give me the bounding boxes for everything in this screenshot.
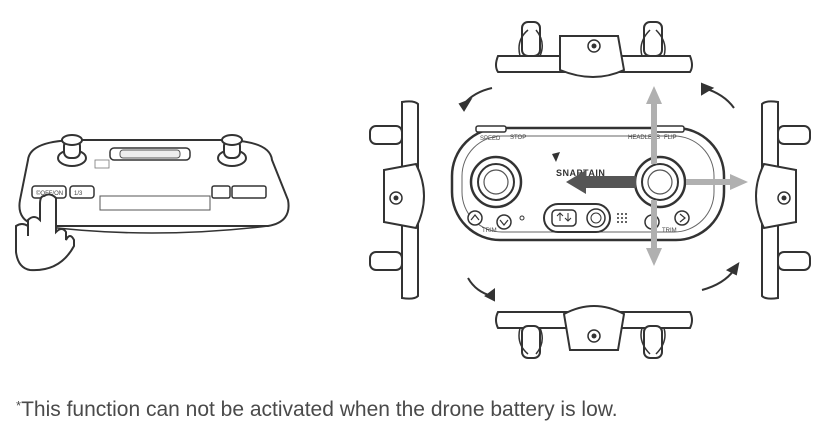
brand-prefix: S [556, 168, 563, 178]
left-stick[interactable] [469, 155, 523, 209]
headless-label: HEADLESS [628, 135, 660, 141]
arrow-up-icon [646, 86, 662, 164]
drone-left [369, 100, 425, 300]
right-stick[interactable] [633, 155, 687, 209]
speaker-grille [617, 213, 627, 223]
power-switch[interactable] [586, 208, 606, 228]
footnote-asterisk: * [16, 398, 22, 413]
up-down-arrows-icon[interactable] [551, 209, 577, 227]
drone-right [755, 100, 811, 300]
arrow-right-icon [686, 174, 748, 190]
trim-down-button[interactable] [496, 214, 512, 230]
arrow-down-icon [646, 200, 662, 266]
right-joystick [217, 134, 247, 167]
trim-left-label: TRIM [482, 228, 497, 234]
footnote-text: This function can not be activated when … [21, 398, 618, 421]
rotation-arrows [458, 82, 740, 302]
stop-label: STOP [510, 135, 526, 141]
trim-right-button[interactable] [674, 210, 690, 226]
drone-bottom [495, 305, 693, 359]
center-panel [543, 203, 611, 233]
speed-label: SPEED [480, 136, 501, 142]
drone-top [495, 21, 693, 78]
arrow-left-icon [566, 170, 636, 194]
rotate-bottom-right-icon [701, 269, 735, 291]
trim-right-label: TRIM [662, 228, 677, 234]
pointing-hand-icon [15, 193, 75, 272]
direction-arrows [566, 86, 748, 266]
trim-left-button[interactable] [467, 210, 483, 226]
battery-footnote: *This function can not be activated when… [16, 398, 618, 422]
function-button[interactable] [69, 185, 95, 199]
left-joystick [57, 134, 87, 167]
function-button-label: 1/3 [74, 191, 83, 197]
small-controller: ©OFF/ON 1/3 [18, 134, 290, 234]
flip-label: FLIP [664, 135, 677, 141]
